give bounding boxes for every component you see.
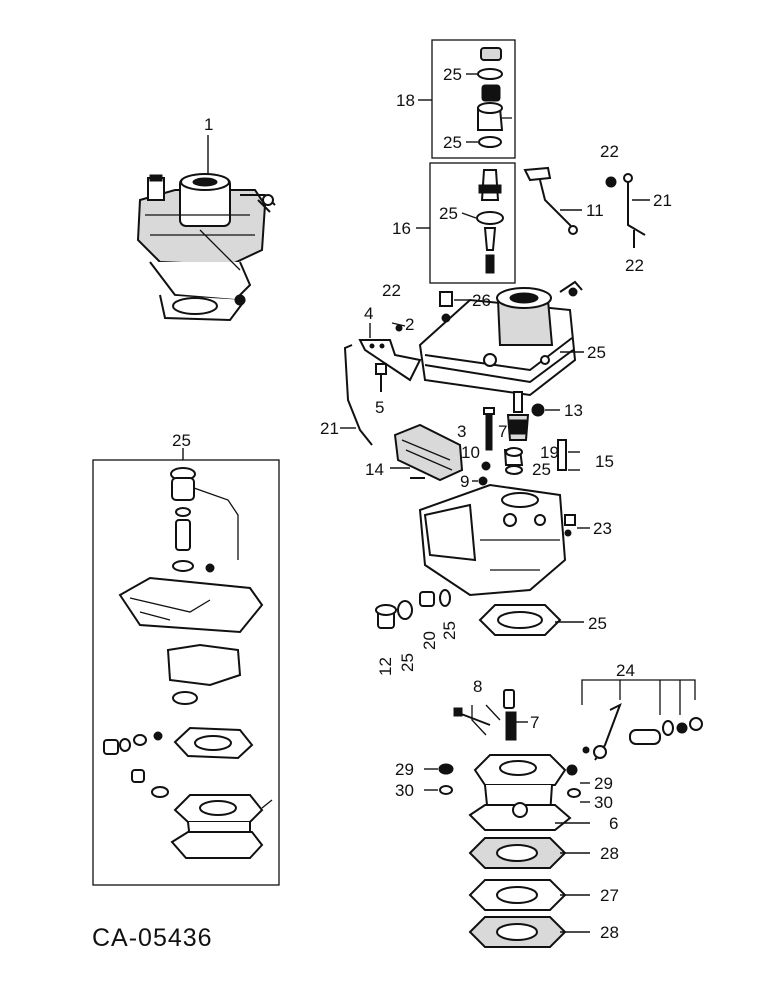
callout-16: 16 [392, 219, 411, 238]
callout-27: 27 [600, 886, 619, 905]
callout-5: 5 [375, 398, 384, 417]
callout-10: 10 [461, 443, 480, 462]
callout-25-plug-left: 25 [398, 653, 417, 672]
callout-3: 3 [457, 422, 466, 441]
float-illustration [390, 423, 464, 482]
kit-25-illustration [92, 448, 280, 886]
callout-22-right-bottom: 22 [625, 256, 644, 275]
callout-25-center: 25 [532, 460, 551, 479]
throttle-linkage-illustration [523, 166, 650, 248]
callout-30-right: 30 [594, 793, 613, 812]
kit-16-illustration [416, 162, 516, 284]
callout-25-kit18-top: 25 [443, 65, 462, 84]
callout-13: 13 [564, 401, 583, 420]
carburetor-assembly-illustration [136, 135, 276, 322]
throttle-body-illustration [424, 754, 590, 831]
callout-21-top-right: 21 [653, 191, 672, 210]
callout-11: 11 [586, 201, 604, 220]
callout-15: 15 [595, 452, 614, 471]
callout-12: 12 [376, 657, 395, 676]
callout-1: 1 [204, 115, 213, 134]
figure-code: CA-05436 [92, 924, 213, 952]
callout-23: 23 [593, 519, 612, 538]
drain-plugs-illustration [375, 589, 584, 636]
callout-25-plug-right: 25 [440, 621, 459, 640]
callout-8: 8 [473, 677, 482, 696]
callout-7-upper: 7 [498, 422, 507, 441]
callout-25-kit18-bottom: 25 [443, 133, 462, 152]
jet-parts-illustration [472, 391, 580, 486]
callout-14: 14 [365, 460, 384, 479]
choke-bracket-illustration [340, 323, 422, 446]
float-bowl-illustration [418, 483, 590, 597]
callout-25-kit-header: 25 [172, 431, 191, 450]
callout-25-gasket: 25 [588, 614, 607, 633]
callout-6: 6 [609, 814, 618, 833]
callout-28-lower: 28 [600, 923, 619, 942]
callout-26: 26 [472, 291, 491, 310]
callout-30-left: 30 [395, 781, 414, 800]
callout-19: 19 [540, 443, 559, 462]
gaskets-illustration [468, 837, 590, 948]
callout-7-lower: 7 [530, 713, 539, 732]
callout-25-body: 25 [587, 343, 606, 362]
callout-22-top-right: 22 [600, 142, 619, 161]
callout-29-right: 29 [594, 774, 613, 793]
callout-22-left: 22 [382, 281, 401, 300]
kit-18-illustration [418, 39, 516, 159]
callout-21-left: 21 [320, 419, 339, 438]
idle-screw-illustration [453, 689, 528, 741]
callout-25-kit16: 25 [439, 204, 458, 223]
callout-9: 9 [460, 472, 469, 491]
callout-18: 18 [396, 91, 415, 110]
callout-20: 20 [420, 631, 439, 650]
callout-28-upper: 28 [600, 844, 619, 863]
callout-29-left: 29 [395, 760, 414, 779]
throttle-lever-illustration [581, 679, 703, 761]
callout-24: 24 [616, 661, 635, 680]
carburetor-body-illustration [391, 280, 584, 397]
callout-4: 4 [364, 304, 373, 323]
callout-2: 2 [405, 315, 414, 334]
